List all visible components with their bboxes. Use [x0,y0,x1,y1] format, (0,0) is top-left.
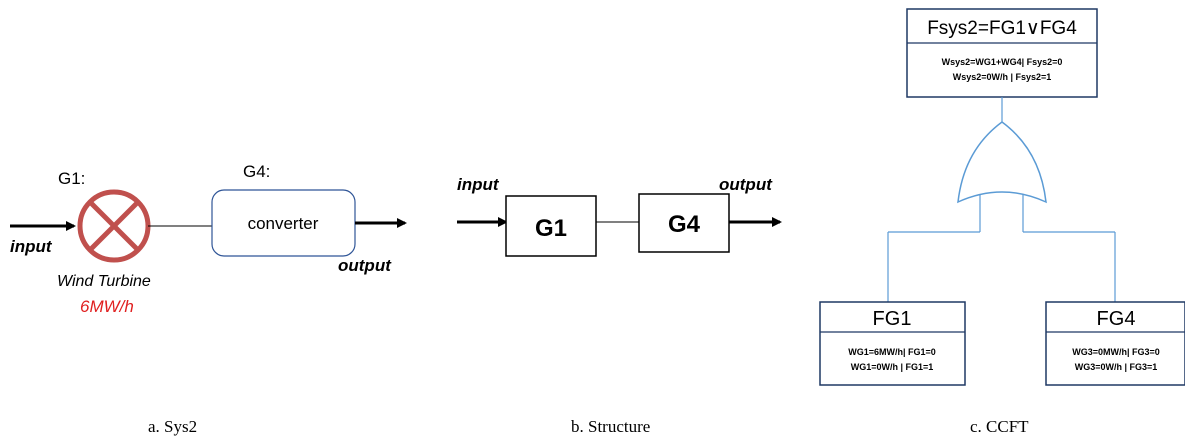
g4-block [638,193,730,253]
turbine-rating: 6MW/h [80,297,134,316]
g1-label: G1: [58,169,85,188]
fg4-box [1045,301,1185,386]
input-label-b: input [457,175,500,194]
or-gate-icon [957,121,1047,204]
converter-label: converter [248,214,319,233]
output-label: output [338,256,392,275]
wind-turbine-icon [77,189,151,263]
g4-label: G4: [243,162,270,181]
g1-block [505,195,597,257]
fg1-line1: WG1=6MW/h| FG1=0 [848,347,936,357]
fg4-line1: WG3=0MW/h| FG3=0 [1072,347,1160,357]
caption-c: c. CCFT [970,417,1029,436]
fg1-box [819,301,966,386]
output-label-b: output [719,175,773,194]
turbine-name: Wind Turbine [57,273,151,290]
top-event-box [906,8,1098,98]
g4-block-label: G4 [668,211,701,238]
panel-a-sys2: G1: G4: input Wind Turbine 6MW/h convert… [10,162,407,436]
fg4-title: FG4 [1097,308,1136,330]
caption-b: b. Structure [571,417,650,436]
fg1-line2: WG1=0W/h | FG1=1 [851,362,934,372]
caption-a: a. Sys2 [148,417,197,436]
panel-b-structure: input G1 G4 output b. Structure [457,175,782,436]
top-event-line1: Wsys2=WG1+WG4| Fsys2=0 [942,57,1063,67]
panel-c-ccft: Fsys2=FG1∨FG4 Wsys2=WG1+WG4| Fsys2=0 Wsy… [819,8,1185,436]
input-label: input [10,237,53,256]
g1-block-label: G1 [535,215,567,242]
fg1-title: FG1 [873,308,912,330]
top-event-title: Fsys2=FG1∨FG4 [927,18,1077,39]
top-event-line2: Wsys2=0W/h | Fsys2=1 [953,72,1052,82]
fg4-line2: WG3=0W/h | FG3=1 [1075,362,1158,372]
